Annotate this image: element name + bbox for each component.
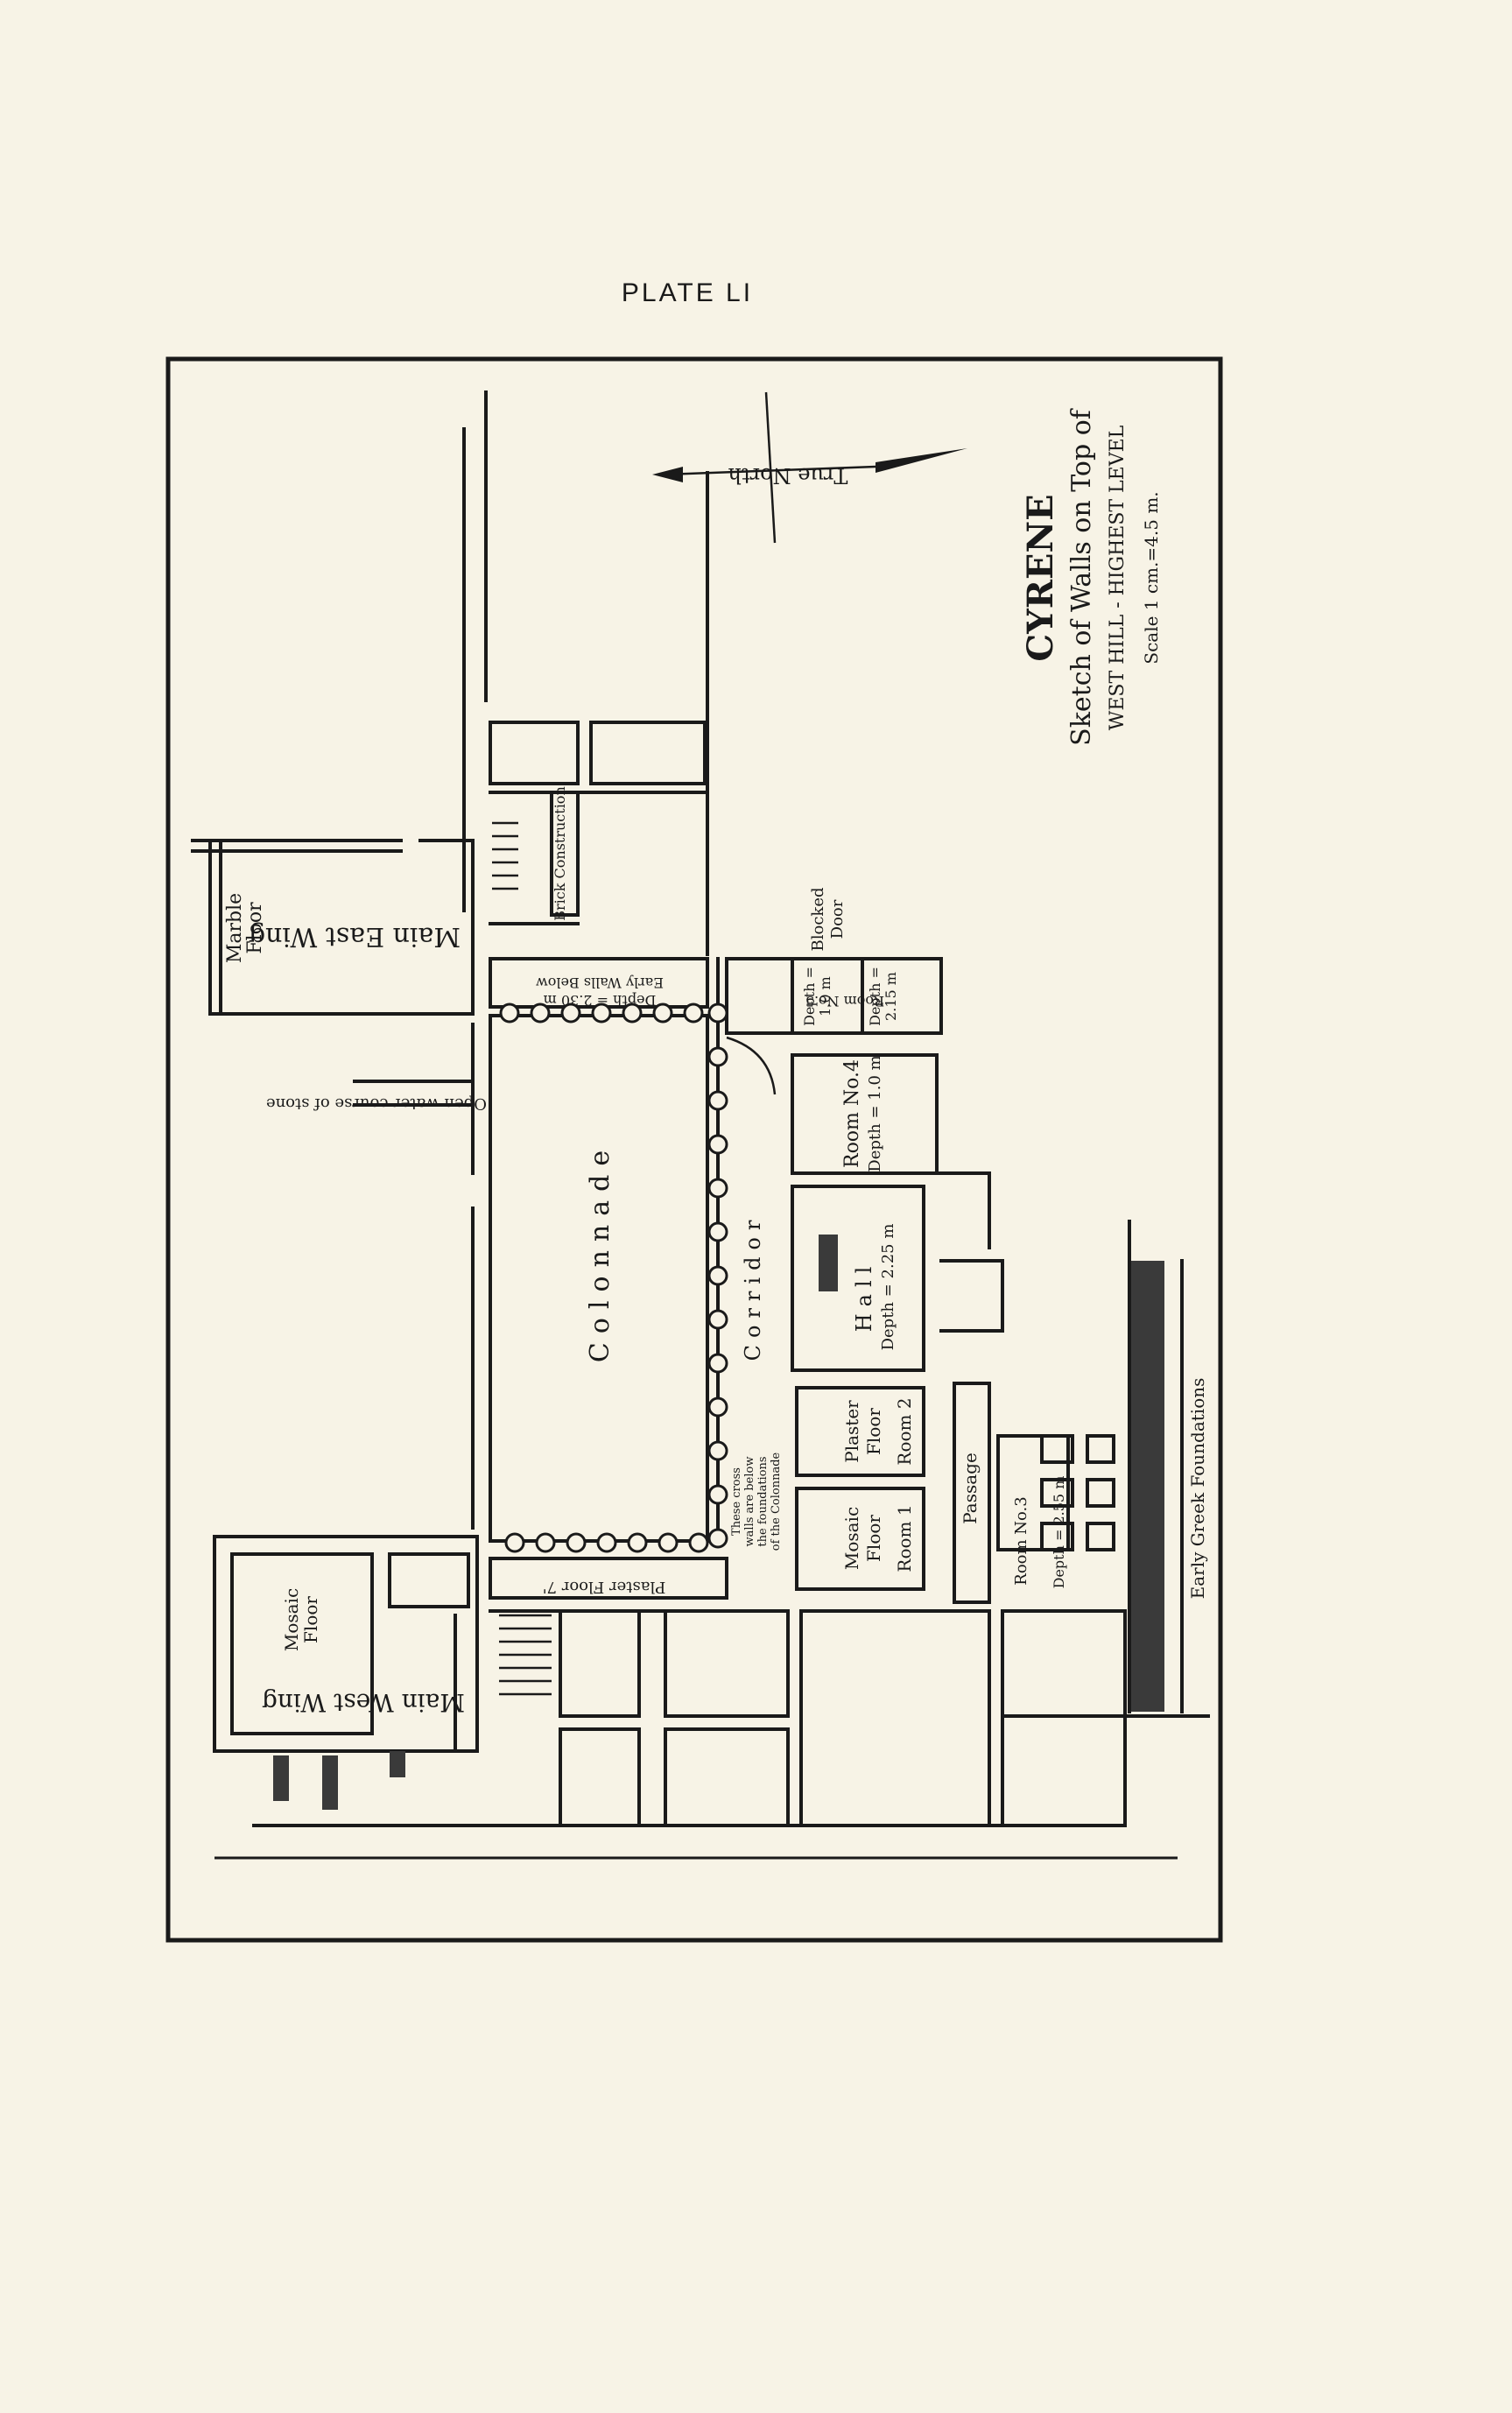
- column-icon: [707, 1309, 728, 1330]
- west-pillar-2: [322, 1755, 338, 1810]
- column-icon: [688, 1532, 709, 1553]
- column-icon: [707, 1134, 728, 1155]
- title-scale: Scale 1 cm.=4.5 m.: [1141, 491, 1162, 664]
- column-icon: [707, 1090, 728, 1111]
- plate-border: [165, 356, 1223, 1943]
- label-passage: Passage: [960, 1453, 981, 1524]
- column-icon: [627, 1532, 648, 1553]
- column-icon: [707, 1484, 728, 1505]
- label-mosaic-west-a: Mosaic: [281, 1588, 302, 1651]
- column-icon: [707, 1221, 728, 1242]
- walls: [191, 390, 1210, 1827]
- label-hall-depth: Depth = 2.25 m: [879, 1224, 897, 1351]
- column-icon: [707, 1396, 728, 1418]
- label-room5-depth-1: Depth =: [801, 967, 818, 1026]
- column-icon: [566, 1532, 587, 1553]
- label-room3-depth: Depth = 2.55 m: [1051, 1476, 1067, 1589]
- label-blocked-door-2: Door: [828, 899, 847, 939]
- label-blocked-door-1: Blocked: [809, 888, 827, 952]
- column-icon: [530, 1002, 551, 1024]
- early-greek-foundations-hatch: [1129, 1261, 1164, 1712]
- column-icon: [652, 1002, 673, 1024]
- label-room1: Room 1: [894, 1504, 915, 1572]
- label-water-course: Open water course of stone: [266, 1094, 487, 1113]
- label-plaster-floor-bottom: Plaster Floor 7': [543, 1578, 666, 1596]
- column-icon: [622, 1002, 643, 1024]
- column-icon: [591, 1002, 612, 1024]
- column-icon: [707, 1178, 728, 1199]
- label-mosaic-room1-a: Mosaic: [841, 1507, 862, 1570]
- label-plaster-floor-2-b: Floor: [863, 1408, 884, 1455]
- west-pillar-1: [273, 1755, 289, 1801]
- label-cross-walls-1: These cross: [730, 1467, 743, 1536]
- label-hall: Hall: [852, 1260, 876, 1333]
- label-room2: Room 2: [894, 1397, 915, 1465]
- label-room5-depth-2: 1.0 m: [817, 976, 833, 1017]
- label-room6-depth-1: Depth =: [867, 967, 883, 1026]
- column-icon: [707, 1440, 728, 1461]
- label-corridor: Corridor: [741, 1214, 765, 1361]
- column-icon: [707, 1265, 728, 1286]
- column-icon: [535, 1532, 556, 1553]
- label-early-walls-1: Early Walls Below: [536, 974, 664, 991]
- north-arrow-icon: [652, 391, 967, 544]
- label-mosaic-room1-b: Floor: [863, 1515, 884, 1562]
- column-icon: [560, 1002, 581, 1024]
- column-icon: [596, 1532, 617, 1553]
- column-icon: [707, 1046, 728, 1067]
- compass-label: True North: [728, 463, 848, 488]
- label-early-greek: Early Greek Foundations: [1187, 1378, 1208, 1600]
- title-cyrene: CYRENE: [1020, 494, 1061, 661]
- label-room3-name: Room No.3: [1012, 1496, 1030, 1585]
- label-cross-walls-4: of the Colonnade: [770, 1452, 783, 1551]
- label-room4-depth: Depth = 1.0 m: [866, 1055, 884, 1171]
- column-icon: [707, 1528, 728, 1549]
- column-icon: [499, 1002, 520, 1024]
- label-main-east-wing: Main East Wing: [249, 921, 461, 952]
- colonnade-columns: [499, 1002, 728, 1553]
- label-plaster-floor-2-a: Plaster: [841, 1400, 862, 1463]
- hall-hatch: [819, 1235, 838, 1291]
- column-icon: [658, 1532, 679, 1553]
- label-colonnade: Colonnade: [585, 1142, 615, 1362]
- column-icon: [707, 1002, 728, 1024]
- label-marble-floor-1: Marble: [224, 893, 246, 963]
- label-marble-floor-2: Floor: [244, 902, 266, 954]
- label-room5-name: Room No.5: [805, 993, 884, 1010]
- label-room4-name: Room No.4: [841, 1059, 863, 1168]
- title-line1: Sketch of Walls on Top of: [1066, 408, 1097, 746]
- column-icon: [683, 1002, 704, 1024]
- label-cross-walls-3: the foundations: [756, 1456, 770, 1546]
- plate-title: PLATE LI: [621, 278, 754, 307]
- label-main-west-wing: Main West Wing: [262, 1688, 465, 1717]
- label-room6-depth-2: 2.15 m: [883, 972, 899, 1021]
- column-icon: [707, 1353, 728, 1374]
- label-mosaic-west-b: Floor: [300, 1596, 321, 1643]
- label-brick-construction: Brick Construction: [552, 786, 568, 920]
- west-pillar-3: [390, 1751, 405, 1777]
- label-early-walls-2: Depth = 2.30 m: [544, 992, 657, 1009]
- label-cross-walls-2: walls are below: [743, 1457, 756, 1547]
- column-icon: [504, 1532, 525, 1553]
- title-line2: WEST HILL - HIGHEST LEVEL: [1107, 425, 1129, 730]
